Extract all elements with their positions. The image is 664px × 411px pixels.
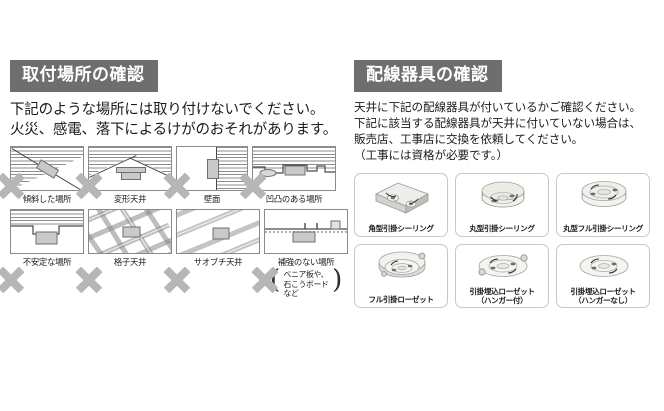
prohibited-item: 凹凸のある場所 — [239, 146, 336, 205]
prohibited-item-label: サオブチ天井 — [193, 257, 243, 267]
left-panel-lead-text: 下記のような場所には取り付けないでください。 火災、感電、落下によるけがのおそれ… — [10, 100, 340, 140]
wiring-device-caption-line2: （ハンガー付） — [476, 295, 528, 305]
wiring-device-row-1: 角型引掛シーリング — [354, 172, 658, 237]
prohibited-item: 変形天井 — [75, 146, 172, 205]
wiring-device-panel: 配線器具の確認 天井に下記の配線器具が付いているかご確認ください。 下記に該当す… — [348, 60, 658, 315]
right-lead-line-4: （工事には資格が必要です。） — [354, 147, 508, 162]
wiring-device-card[interactable]: 引掛埋込ローゼット （ハンガー付） — [455, 243, 549, 308]
unstable-place-diagram — [10, 209, 84, 254]
note-line-3: など — [283, 289, 299, 299]
prohibited-item: 傾斜した場所 — [0, 146, 84, 205]
prohibited-item-label: 傾斜した場所 — [22, 194, 72, 204]
prohibited-row-2: 不安定な場所 — [0, 209, 348, 299]
sloped-ceiling-diagram — [10, 146, 84, 191]
note-line-2: 石こうボード — [283, 279, 329, 289]
round-hooking-ceiling-rosette-photo — [456, 177, 548, 215]
gabled-ceiling-diagram — [88, 146, 172, 191]
prohibited-item-label: 変形天井 — [113, 194, 147, 204]
full-hooking-rosette-photo — [355, 248, 447, 286]
prohibited-item: サオブチ天井 — [163, 209, 260, 299]
wiring-device-caption-line1: 引掛埋込ローゼット — [469, 286, 535, 296]
wiring-device-card[interactable]: 丸型引掛シーリング — [455, 172, 549, 237]
wiring-device-row-2: フル引掛ローゼット — [354, 243, 658, 308]
recessed-rosette-no-hanger-photo — [557, 248, 649, 286]
no-reinforcement-diagram — [264, 209, 348, 254]
prohibited-item: 格子天井 — [75, 209, 172, 299]
prohibited-item-label: 凹凸のある場所 — [265, 194, 323, 204]
note-bracket-left: ( — [270, 265, 280, 295]
note-bracket-right: ) — [332, 265, 342, 295]
right-lead-line-1: 天井に下記の配線器具が付いているかご確認ください。 — [354, 100, 641, 114]
right-panel-heading: 配線器具の確認 — [354, 60, 502, 92]
wall-surface-diagram — [176, 146, 248, 191]
install-location-panel: 取付場所の確認 下記のような場所には取り付けないでください。 火災、感電、落下に… — [0, 60, 348, 299]
right-lead-line-3: 販売店、工事店に交換を依頼してください。 — [354, 131, 584, 146]
wiring-device-caption: 丸型引掛シーリング — [469, 223, 535, 233]
note-line-1: ベニア板や、 — [283, 270, 329, 279]
wiring-device-grid: 角型引掛シーリング — [354, 172, 658, 308]
lattice-ceiling-diagram — [88, 209, 172, 254]
right-panel-lead-text: 天井に下記の配線器具が付いているかご確認ください。 下記に該当する配線器具が天井… — [354, 100, 658, 164]
left-lead-line-1: 下記のような場所には取り付けないでください。 — [10, 102, 325, 118]
square-hooking-ceiling-rosette-photo — [355, 177, 447, 215]
left-lead-line-2: 火災、感電、落下によるけがのおそれがあります。 — [10, 122, 338, 138]
wiring-device-caption: 引掛埋込ローゼット （ハンガーなし） — [559, 287, 647, 305]
wiring-device-caption: 引掛埋込ローゼット （ハンガー付） — [458, 287, 546, 305]
wiring-device-caption: 丸型フル引掛シーリング — [563, 223, 643, 233]
wiring-device-card[interactable]: フル引掛ローゼット — [354, 243, 448, 308]
x-mark-icon — [0, 265, 26, 295]
prohibited-item: 補強のない場所 ( ) ベニア板や、 石こうボード など — [251, 209, 348, 299]
prohibited-item-label: 壁面 — [203, 194, 221, 204]
prohibited-item-label: 補強のない場所 — [277, 257, 335, 267]
prohibited-item: 不安定な場所 — [0, 209, 84, 299]
wiring-device-caption-line1: 引掛埋込ローゼット — [570, 286, 636, 296]
prohibited-item-label: 不安定な場所 — [22, 257, 72, 267]
no-reinforcement-note: ( ) ベニア板や、 石こうボード など — [264, 265, 348, 299]
wiring-device-card[interactable]: 丸型フル引掛シーリング — [556, 172, 650, 237]
prohibited-item-label: 格子天井 — [113, 257, 147, 267]
wiring-device-caption: 角型引掛シーリング — [368, 223, 434, 233]
prohibited-row-1: 傾斜した場所 変形天井 — [0, 146, 340, 205]
uneven-ceiling-diagram — [252, 146, 336, 191]
prohibited-item: 壁面 — [163, 146, 248, 205]
wiring-device-caption: フル引掛ローゼット — [368, 294, 434, 304]
wiring-device-caption-line2: （ハンガーなし） — [574, 295, 632, 305]
left-panel-heading: 取付場所の確認 — [10, 60, 158, 92]
recessed-rosette-with-hanger-photo — [456, 248, 548, 286]
wiring-device-card[interactable]: 引掛埋込ローゼット （ハンガーなし） — [556, 243, 650, 308]
wiring-device-card[interactable]: 角型引掛シーリング — [354, 172, 448, 237]
saobuchi-ceiling-diagram — [176, 209, 260, 254]
right-lead-line-2: 下記に該当する配線器具が天井に付いていない場合は、 — [354, 115, 641, 130]
round-full-hooking-ceiling-rosette-photo — [557, 177, 649, 215]
prohibited-locations-grid: 傾斜した場所 変形天井 — [0, 146, 348, 299]
